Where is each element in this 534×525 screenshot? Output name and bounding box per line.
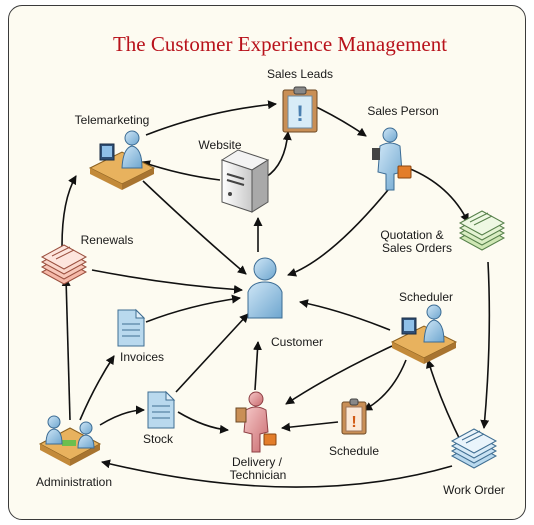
svg-text:!: ! xyxy=(296,101,303,126)
label-work-order: Work Order xyxy=(443,483,505,497)
edge-website-to-telemarketing xyxy=(141,160,221,181)
document-icon xyxy=(147,390,176,429)
label-quotation-line1: Quotation & xyxy=(380,228,443,242)
edge-stock-to-customer xyxy=(175,313,249,393)
edge-sales-person-to-quotation xyxy=(407,167,469,223)
edge-sales-person-to-customer xyxy=(287,189,389,277)
edge-telemarketing-to-sales-leads xyxy=(145,100,277,136)
edges xyxy=(61,100,491,488)
edge-stock-to-delivery xyxy=(177,411,229,434)
label-customer: Customer xyxy=(271,335,323,349)
label-schedule: Schedule xyxy=(329,444,379,458)
edge-work-order-to-administration xyxy=(101,459,453,488)
label-delivery-line2: Technician xyxy=(230,468,287,482)
document-stack-icon xyxy=(40,244,88,285)
label-quotation-line2: Sales Orders xyxy=(382,241,452,255)
edge-administration-to-invoices xyxy=(79,355,115,421)
document-icon xyxy=(117,308,146,347)
edge-website-to-sales-leads xyxy=(265,131,292,178)
desk-worker-icon xyxy=(88,130,156,190)
document-stack-icon xyxy=(450,428,498,469)
label-invoices: Invoices xyxy=(120,350,164,364)
edge-scheduler-to-customer xyxy=(299,299,391,331)
node-labels: Sales Leads Telemarketing Website Sales … xyxy=(36,67,505,497)
edge-administration-to-renewals xyxy=(61,277,71,421)
clipboard-exclamation-icon: ! xyxy=(341,398,367,435)
clipboard-exclamation-icon: ! xyxy=(282,86,318,133)
edge-schedule-to-delivery xyxy=(281,421,339,432)
edge-administration-to-stock xyxy=(99,405,145,426)
edge-telemarketing-to-customer xyxy=(142,180,247,275)
edge-delivery-to-customer xyxy=(253,341,262,391)
desk-workers-icon xyxy=(38,415,102,466)
edge-renewals-to-telemarketing xyxy=(61,175,77,247)
document-stack-icon xyxy=(458,210,506,251)
technician-icon xyxy=(235,391,277,453)
edge-invoices-to-customer xyxy=(145,294,241,323)
label-sales-person: Sales Person xyxy=(367,104,438,118)
server-tower-icon xyxy=(220,149,270,213)
diagram-title: The Customer Experience Management xyxy=(113,32,447,56)
svg-text:!: ! xyxy=(351,414,356,431)
label-renewals: Renewals xyxy=(81,233,134,247)
edge-scheduler-to-schedule xyxy=(363,359,407,411)
edge-scheduler-to-delivery xyxy=(285,345,393,405)
edge-quotation-to-work-order xyxy=(480,261,491,429)
desk-worker-icon xyxy=(390,304,458,364)
edge-renewals-to-customer xyxy=(91,269,243,294)
label-stock: Stock xyxy=(143,432,174,446)
label-website: Website xyxy=(198,138,241,152)
customer-person-icon xyxy=(247,257,283,319)
edge-work-order-to-scheduler xyxy=(425,359,463,445)
label-scheduler: Scheduler xyxy=(399,290,453,304)
label-administration: Administration xyxy=(36,475,112,489)
salesperson-briefcase-icon xyxy=(372,127,412,191)
label-sales-leads: Sales Leads xyxy=(267,67,333,81)
label-telemarketing: Telemarketing xyxy=(75,113,150,127)
label-delivery-line1: Delivery / xyxy=(232,455,283,469)
